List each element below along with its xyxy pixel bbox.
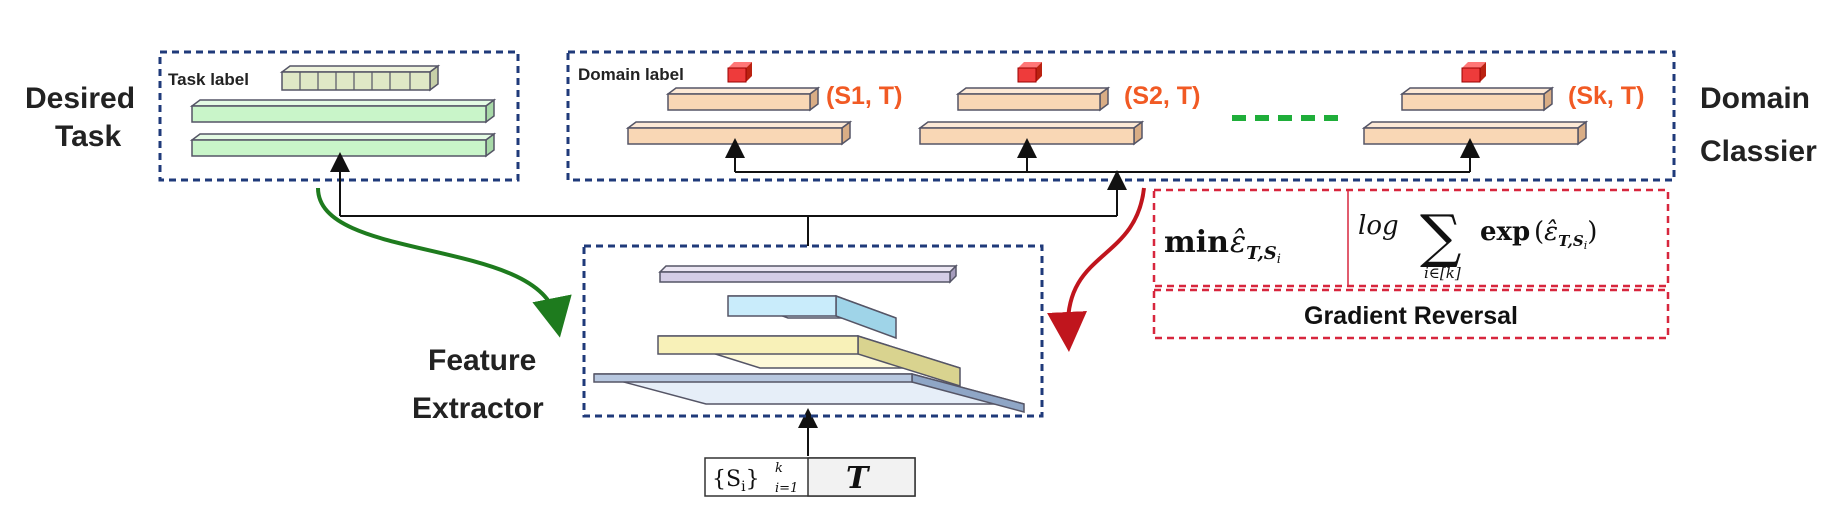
pair-label-1: (S1, T) xyxy=(826,82,902,110)
domain-layer-2b xyxy=(917,120,1145,146)
formula-epsilon-left: ε̂T,Si xyxy=(1230,225,1281,267)
fe-layer-base xyxy=(593,373,1025,413)
gradient-reversal-label: Gradient Reversal xyxy=(1304,302,1518,330)
feature-extractor-box xyxy=(582,244,1044,418)
domain-layer-1a xyxy=(665,86,821,112)
input-set-superscript: k xyxy=(775,461,783,476)
domain-layer-ka xyxy=(1399,86,1555,112)
fe-layer-3 xyxy=(657,334,961,388)
input-target: T xyxy=(846,461,871,496)
fe-layer-top xyxy=(658,264,958,284)
domain-classifier-box xyxy=(566,50,1676,182)
desired-task-label-1: Desired xyxy=(25,82,135,115)
input-source-set: {Si} xyxy=(712,467,760,495)
domain-label-block-k xyxy=(1461,62,1486,83)
pair-label-2: (S2, T) xyxy=(1124,82,1200,110)
formula-min: min xyxy=(1164,225,1229,260)
input-box xyxy=(704,457,916,497)
task-label-block xyxy=(279,64,441,92)
gradient-reversal-box xyxy=(1152,288,1670,340)
formula-sum-under: i∈[k] xyxy=(1424,264,1461,282)
domain-layer-1b xyxy=(625,120,853,146)
gradient-formula-box xyxy=(1152,188,1670,288)
desired-task-label-2: Task xyxy=(55,120,121,153)
connector-lines xyxy=(330,138,1480,456)
input-set-subscript: i=1 xyxy=(775,481,798,496)
domain-label-block-2 xyxy=(1017,62,1042,83)
task-label-text: Task label xyxy=(168,70,249,89)
task-layer-1 xyxy=(189,98,497,124)
formula-sum: ∑ xyxy=(1420,202,1461,270)
formula-exp: exp xyxy=(1480,217,1530,247)
feature-extractor-label-2: Extractor xyxy=(412,392,544,425)
green-curved-arrow xyxy=(316,187,572,338)
domain-layer-kb xyxy=(1361,120,1589,146)
domain-layer-2a xyxy=(955,86,1111,112)
fe-layer-2 xyxy=(727,294,897,340)
domain-classifier-label-1: Domain xyxy=(1700,82,1810,115)
formula-log: log xyxy=(1358,211,1399,241)
task-layer-2 xyxy=(189,132,497,158)
red-curved-arrow xyxy=(1047,187,1146,352)
domain-label-text: Domain label xyxy=(578,65,684,84)
feature-extractor-label-1: Feature xyxy=(428,344,536,377)
domain-label-block-1 xyxy=(727,62,752,83)
domain-classifier-label-2: Classier xyxy=(1700,135,1817,168)
pair-label-k: (Sk, T) xyxy=(1568,82,1644,110)
formula-exp-argument: (ε̂T,Si) xyxy=(1534,217,1597,252)
